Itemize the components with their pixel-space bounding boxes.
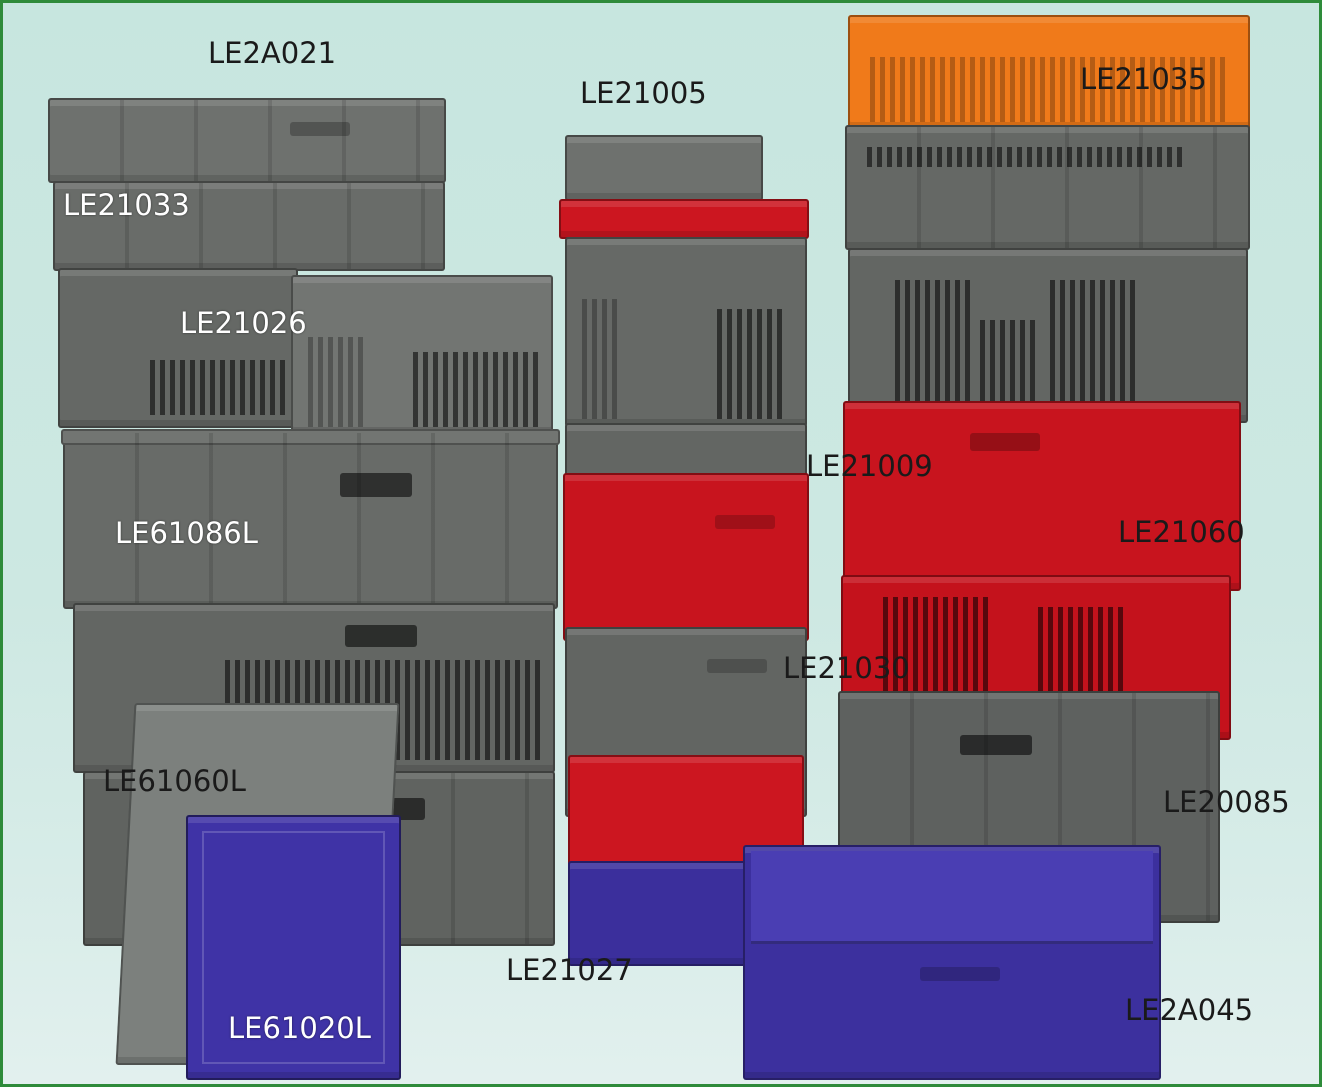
crate-handle (920, 967, 1000, 981)
crate-vents (717, 309, 787, 419)
crate-rim (61, 429, 560, 445)
label-le61020l: LE61020L (228, 1011, 371, 1045)
lid-inner-edge (202, 831, 385, 1064)
crate-handle (290, 122, 350, 136)
label-le21026: LE21026 (180, 306, 307, 340)
label-le21035: LE21035 (1080, 62, 1207, 96)
crate-ribs (55, 183, 443, 269)
label-le2a045: LE2A045 (1125, 993, 1254, 1027)
crate-red-le21060 (843, 401, 1241, 591)
label-le61086l: LE61086L (115, 516, 258, 550)
label-le21033: LE21033 (63, 188, 190, 222)
crate-blue-le2a045 (743, 845, 1161, 1080)
label-le21009: LE21009 (806, 449, 933, 483)
crate-handle (970, 433, 1040, 451)
crate-grey-le21026 (291, 275, 553, 435)
crate-ribs (50, 100, 444, 181)
crate-inner-opening (751, 851, 1153, 944)
label-le21005: LE21005 (580, 76, 707, 110)
crate-vents (308, 337, 368, 427)
label-le21060: LE21060 (1118, 515, 1245, 549)
label-le2a021: LE2A021 (208, 36, 337, 70)
crate-vents (413, 352, 538, 427)
label-le21027: LE21027 (506, 953, 633, 987)
crate-red-middle (563, 473, 809, 641)
crate-grey-vented-right (848, 248, 1248, 423)
crate-vents (867, 147, 1187, 167)
crate-handle (340, 473, 412, 497)
crate-grey-vented-middle (565, 237, 807, 427)
label-le61060l: LE61060L (103, 764, 246, 798)
crate-handle (385, 798, 425, 820)
crate-grey-le21005 (565, 135, 763, 201)
crate-handle (707, 659, 767, 673)
crate-grey-le21033 (53, 181, 445, 271)
crate-vents (980, 320, 1035, 410)
crate-ribs (65, 433, 556, 607)
crate-vents (895, 280, 970, 410)
crate-grey-le2a021 (48, 98, 446, 183)
lid-blue-leaning (186, 815, 401, 1080)
crate-red-rim-middle (559, 199, 809, 239)
crate-handle (345, 625, 417, 647)
label-le20085: LE20085 (1163, 785, 1290, 819)
crate-handle (960, 735, 1032, 755)
crate-vents (1050, 280, 1140, 410)
crate-vents (870, 57, 1230, 122)
crate-handle (715, 515, 775, 529)
crate-vents (582, 299, 622, 419)
label-le21030: LE21030 (783, 651, 910, 685)
crate-grey-right-top (845, 125, 1250, 250)
crate-ribs (847, 127, 1248, 248)
crate-orange-le21035 (848, 15, 1250, 130)
crate-grey-vented-left (58, 268, 298, 428)
crate-vents (150, 360, 290, 415)
